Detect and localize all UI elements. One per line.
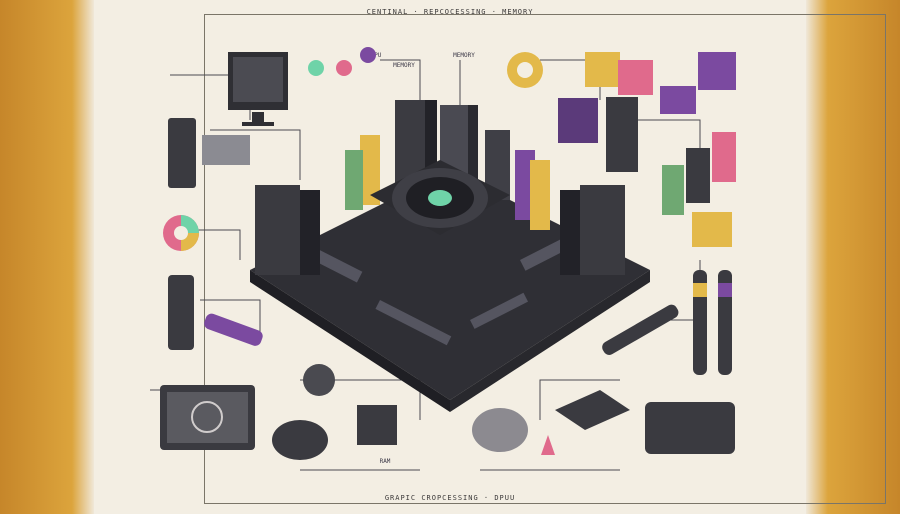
cpu-cooler [370, 160, 510, 235]
speaker-icon [303, 364, 335, 396]
warning-icon [541, 435, 555, 455]
status-dots [308, 47, 543, 88]
memory-sub-label: MEMORY [393, 62, 415, 69]
memory-label: MEMORY [453, 52, 475, 59]
monitor-icon [228, 52, 288, 126]
stylus-icons [602, 270, 732, 375]
color-wheel-icon [163, 215, 199, 251]
ram-label: RAM [379, 458, 391, 465]
server-tower-icon [606, 97, 638, 172]
poster-title-top: CENTINAL · REPCOCESSING · MEMORY [366, 8, 534, 16]
battery-icons [662, 132, 736, 215]
cube-icons [585, 52, 736, 114]
chip-icon [357, 405, 397, 445]
keyboard-icon [202, 135, 250, 165]
tablet-icon [160, 385, 255, 450]
console-icon [645, 402, 735, 454]
disc-icon [272, 420, 328, 460]
pen-icon [204, 313, 263, 346]
mouse-icon [472, 408, 528, 452]
purple-box-icon [558, 98, 598, 143]
power-supply-icon [692, 212, 732, 247]
poster-title-bottom: GRAPIC CROPCESSING · DPUU [384, 494, 516, 502]
router-icon [555, 390, 630, 430]
hard-drive-icon [168, 118, 196, 188]
memory-towers [255, 100, 625, 275]
usb-drive-icon [168, 275, 194, 350]
cpu-sub-label: CPU [370, 52, 382, 59]
poster-border [204, 14, 886, 504]
